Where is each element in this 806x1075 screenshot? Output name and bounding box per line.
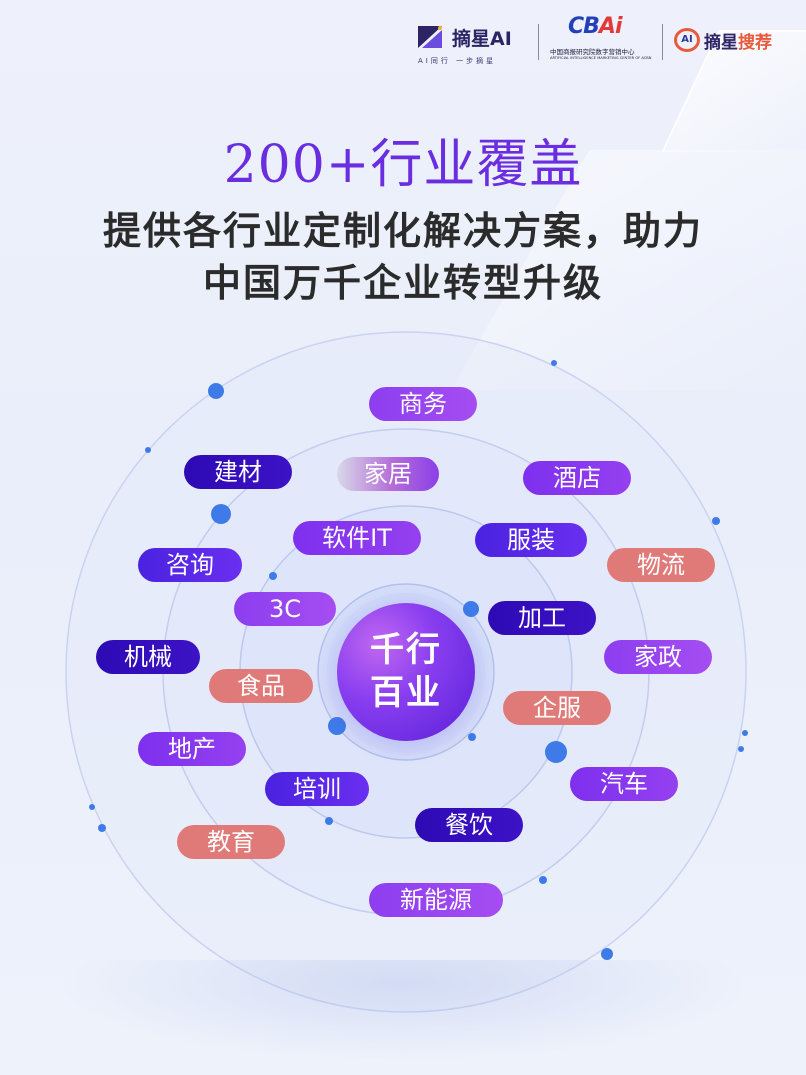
zhaixing-search-name-b: 搜荐 [738,33,772,53]
industry-tag-housekeeping: 家政 [604,640,712,674]
industry-tag-business: 商务 [369,387,477,421]
cbn-logo: CBAi 中国商报研究院数字营销中心 ARTIFICIAL INTELLIGEN… [550,14,658,64]
zhaixing-search-name-a: 摘星 [704,33,738,53]
industry-tag-3c: 3C [234,592,336,626]
logo-divider [662,24,663,60]
industry-tag-software-it: 软件IT [293,521,421,555]
industry-tag-automotive: 汽车 [570,767,678,801]
background-floor-glow [0,960,806,1075]
cbn-mark-accent: Ai [598,14,623,39]
ai-badge-icon: AI [674,28,700,52]
orbit-dots [89,360,748,960]
hub-line-1: 千行 [370,630,442,670]
industry-tag-new-energy: 新能源 [369,883,503,917]
logo-divider [538,24,539,60]
zhaixing-ai-slogan: AI同行 一步摘星 [418,57,497,65]
hub-circle: 千行 百业 [337,603,475,741]
industry-tag-logistics: 物流 [607,548,715,582]
industry-tag-home-furnishing: 家居 [337,457,439,491]
zhaixing-ai-logo: 摘星AI AI同行 一步摘星 [418,20,530,66]
industry-tag-building-materials: 建材 [184,455,292,489]
industry-tag-processing: 加工 [488,601,596,635]
industry-tag-apparel: 服装 [475,523,587,557]
industry-tag-catering: 餐饮 [415,808,523,842]
zhaixing-star-icon [418,26,442,48]
industry-tag-education: 教育 [177,825,285,859]
industry-tag-enterprise-services: 企服 [503,691,611,725]
industry-tag-hotel: 酒店 [523,461,631,495]
subtitle-line-2: 中国万千企业转型升级 [202,260,603,305]
header-logos: 摘星AI AI同行 一步摘星 CBAi 中国商报研究院数字营销中心 ARTIFI… [418,14,798,66]
hub-line-2: 百业 [370,673,442,713]
cbn-cn-name: 中国商报研究院数字营销中心 [550,48,635,56]
industry-tag-food: 食品 [209,669,313,703]
cbn-mark-main: CB [568,14,600,39]
industry-tag-real-estate: 地产 [138,732,246,766]
cbn-en-name: ARTIFICIAL INTELLIGENCE MARKETING CENTER… [550,56,652,60]
industry-tag-machinery: 机械 [96,640,200,674]
page-title: 200+行业覆盖 [223,135,583,195]
industry-tag-training: 培训 [265,772,369,806]
industry-tag-consulting: 咨询 [138,548,242,582]
subtitle-line-1: 提供各行业定制化解决方案，助力 [102,208,703,253]
zhaixing-ai-name: 摘星AI [452,28,512,50]
zhaixing-search-logo: AI 摘星搜荐 [674,26,798,56]
